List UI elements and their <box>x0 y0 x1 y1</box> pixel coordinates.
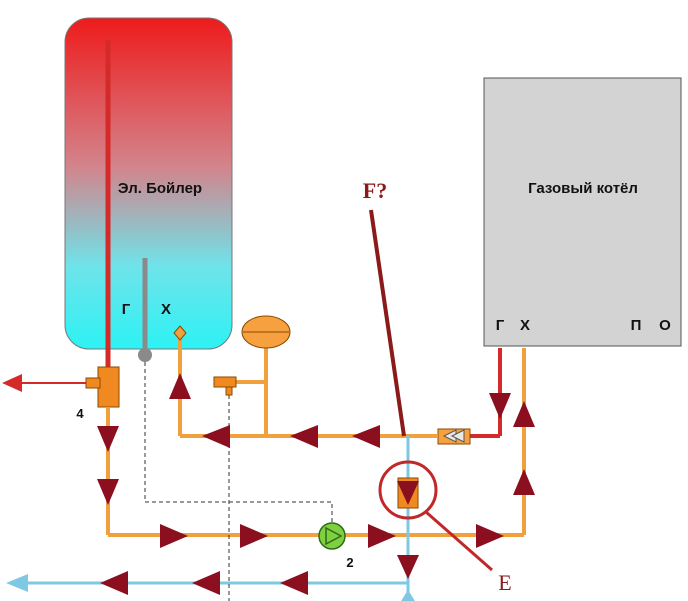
flow-arrow-boiler-inlet-up <box>169 373 191 399</box>
flow-arrow-cold-riser-down <box>397 555 419 579</box>
boiler-hot-port-label: Г <box>122 301 131 318</box>
gas-boiler-hot-port-label: Г <box>496 317 505 334</box>
three-way-valve-port <box>85 377 101 389</box>
flow-arrow-cold-left-2 <box>192 571 220 595</box>
pump-number-label: 2 <box>346 555 353 570</box>
flow-arrow-middle-left-2 <box>290 425 318 448</box>
gas-boiler-return-port-label: О <box>659 317 671 334</box>
flow-arrow-left-down-1 <box>97 426 119 452</box>
flow-arrow-left-down-2 <box>97 479 119 505</box>
temperature-sensor-bulb <box>138 348 152 362</box>
gas-boiler-supply-port-label: П <box>631 317 642 334</box>
circulation-pump-arrow <box>325 526 343 546</box>
flow-arrow-right-up-1 <box>513 469 535 495</box>
cold-water-outlet-arrow <box>6 574 28 592</box>
flow-arrow-bottom-right-1 <box>160 524 188 548</box>
gas-boiler-cold-port-label: Х <box>520 317 530 334</box>
electric-boiler-title: Эл. Бойлер <box>118 180 202 197</box>
flow-arrow-gas-hot-down <box>489 393 511 419</box>
boiler-cold-port-label: Х <box>161 301 171 318</box>
annotation-e-circle <box>378 460 438 520</box>
flow-arrow-bottom-right-3 <box>368 524 396 548</box>
safety-valve <box>213 376 237 388</box>
flow-arrow-middle-left-1 <box>352 425 380 448</box>
safety-valve-outlet <box>225 386 233 396</box>
annotation-f-pointer <box>369 209 406 437</box>
sensor-cable <box>144 362 333 524</box>
flow-arrow-cold-left-3 <box>280 571 308 595</box>
flow-arrow-bottom-right-4 <box>476 524 504 548</box>
flow-arrow-cold-left-1 <box>100 571 128 595</box>
flow-arrow-valve-e-down <box>397 481 419 505</box>
three-way-valve <box>97 366 120 408</box>
cold-water-inlet-marker <box>401 590 415 601</box>
valve-number-label: 4 <box>76 406 84 421</box>
check-valve-symbol-2 <box>450 429 465 443</box>
annotation-e-label: E <box>498 570 511 595</box>
flow-arrow-right-up-2 <box>513 401 535 427</box>
gas-boiler-body <box>483 77 682 347</box>
boiler-cold-inlet-marker <box>173 325 187 341</box>
annotation-f-label: F? <box>363 178 387 203</box>
flow-arrow-middle-left-3 <box>202 425 230 448</box>
hot-water-outlet-arrow <box>2 374 22 392</box>
flow-arrow-bottom-right-2 <box>240 524 268 548</box>
annotation-e-pointer <box>425 510 493 572</box>
gas-boiler-title: Газовый котёл <box>528 180 638 197</box>
flow-arrows <box>97 373 535 595</box>
